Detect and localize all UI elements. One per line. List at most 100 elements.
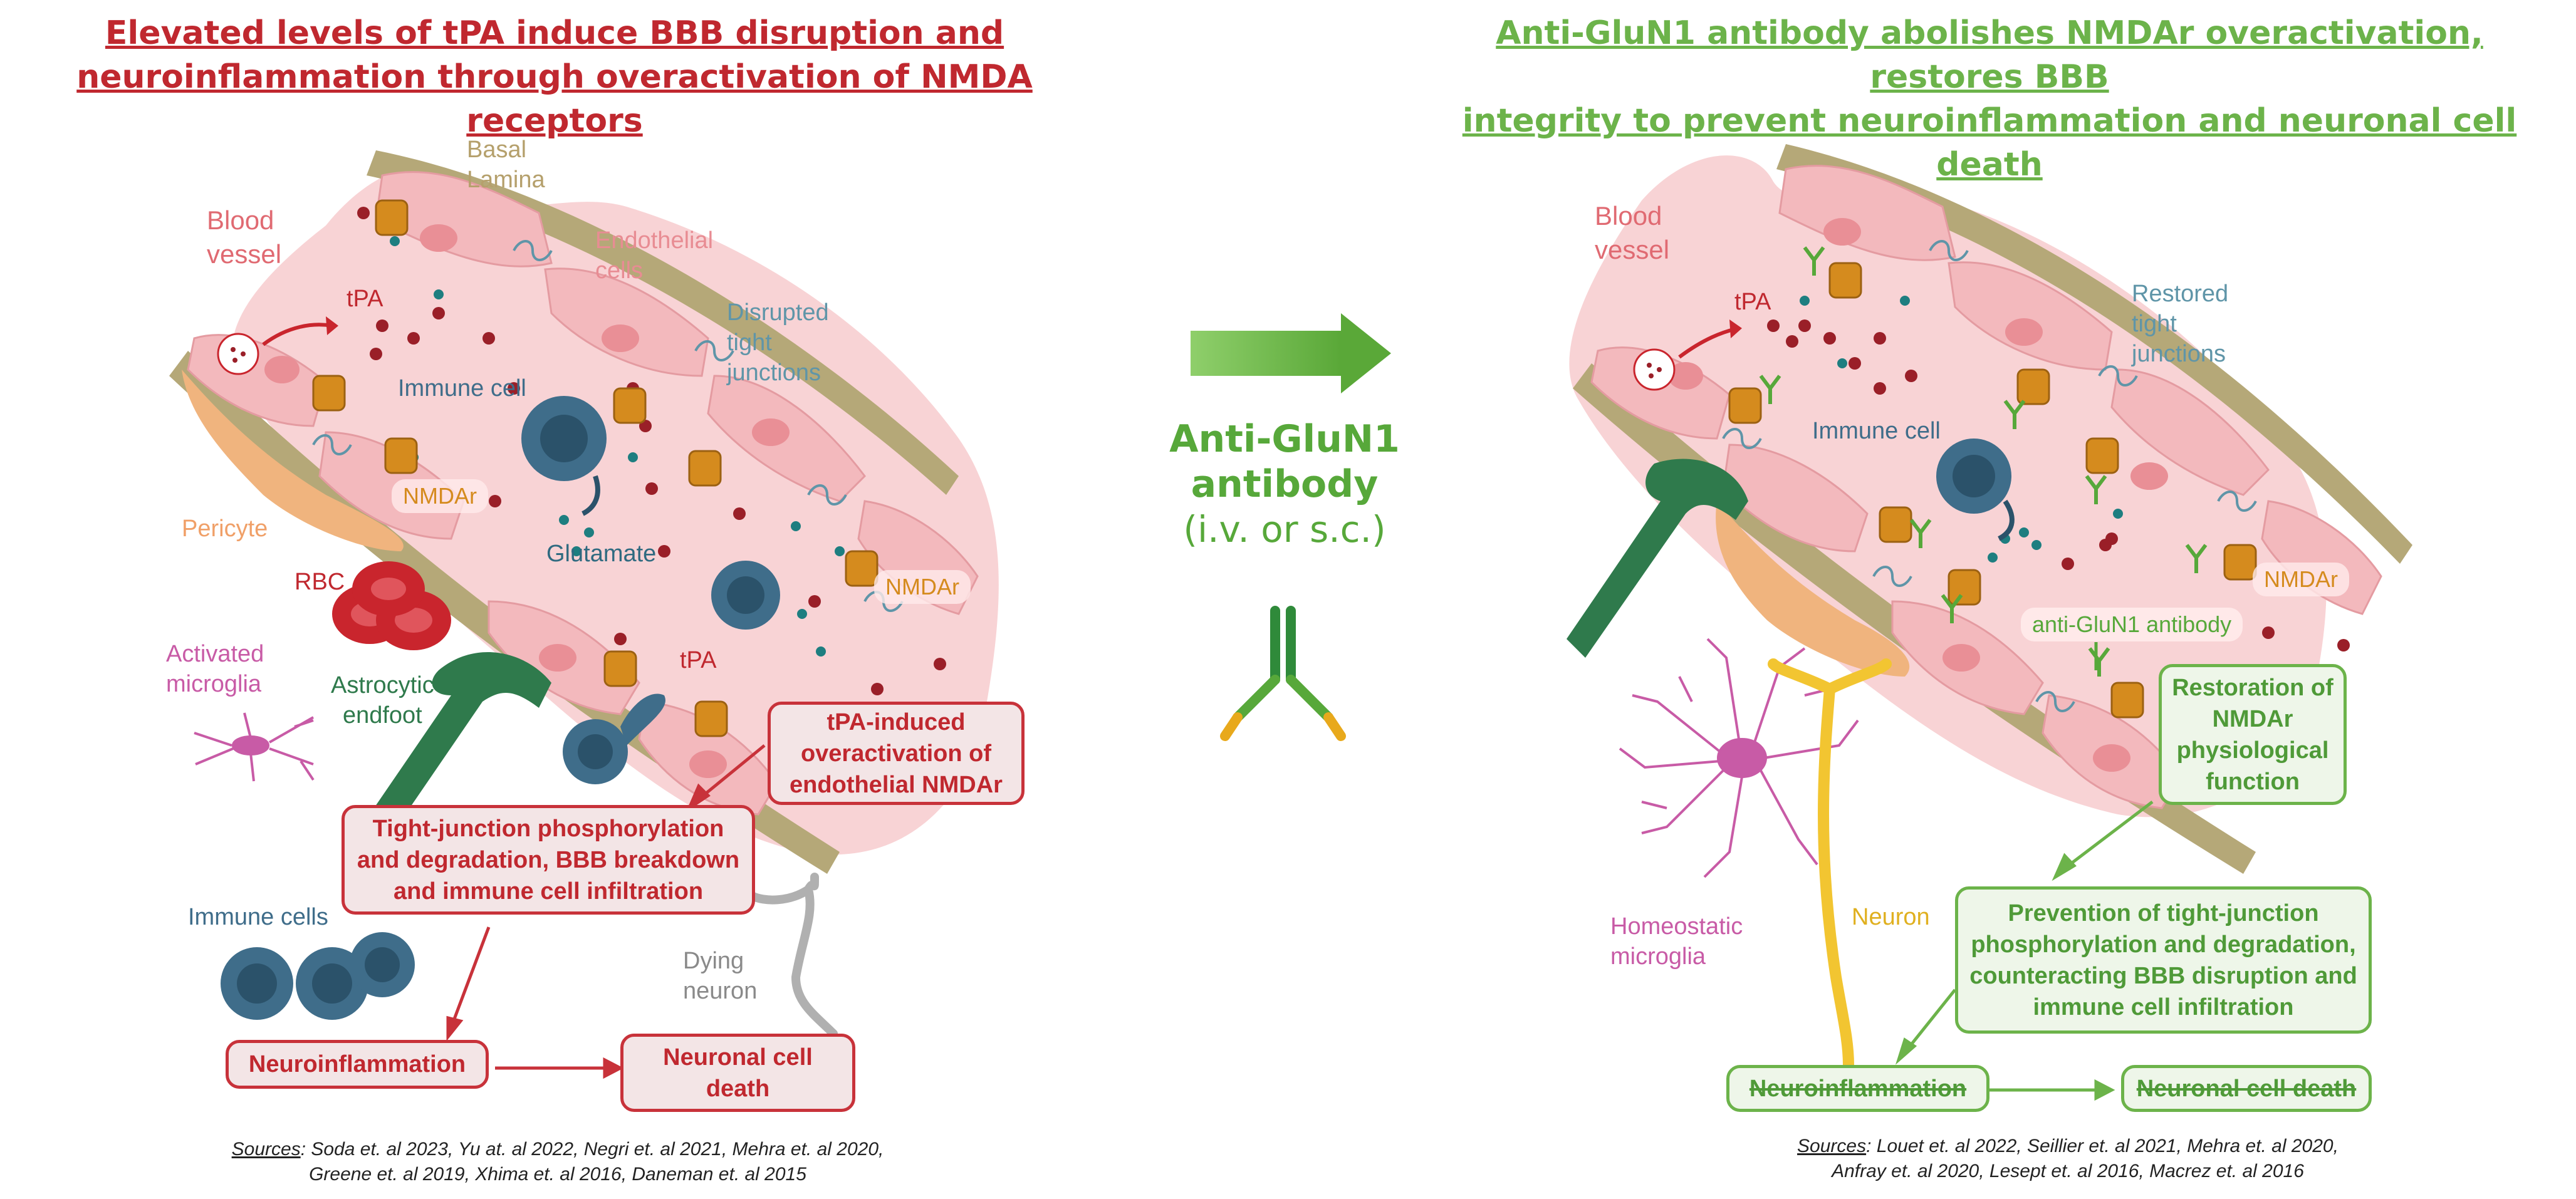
left-tpa-dots: [357, 207, 946, 695]
label-tpa-bottom: tPA: [680, 647, 717, 673]
right-neuron: [1768, 658, 1892, 1071]
label-tpa-top: tPA: [347, 286, 383, 312]
left-tpa-release: [217, 316, 338, 375]
left-panel-title: Elevated levels of tPA induce BBB disrup…: [38, 11, 1072, 143]
label-disrupted-line3: junctions: [727, 360, 821, 386]
label-blood-vessel: Blood vessel: [207, 204, 281, 271]
middle-label-line2: antibody: [1191, 462, 1379, 506]
label-activated-microglia-line1: Activated: [166, 641, 264, 667]
left-title-line-2: neuroinflammation through overactivation…: [76, 58, 1033, 140]
label-activated-microglia: Activated microglia: [166, 639, 264, 699]
label-nmdar-right: NMDAr: [2253, 563, 2349, 596]
box-tpa-line1: tPA-induced: [827, 708, 966, 735]
right-sources-label: Sources: [1797, 1136, 1867, 1156]
right-panel-title: Anti-GluN1 antibody abolishes NMDAr over…: [1422, 11, 2557, 187]
label-homeostatic-microglia: Homeostatic microglia: [1610, 911, 1743, 972]
right-glutamate-dots: [1800, 296, 2123, 563]
right-title-line-1: Anti-GluN1 antibody abolishes NMDAr over…: [1496, 14, 2483, 96]
middle-label-line3: (i.v. or s.c.): [1183, 508, 1386, 551]
box-restoration-nmdar: Restoration of NMDAr physiological funct…: [2159, 664, 2347, 805]
label-blood-vessel-line1: Blood: [207, 205, 274, 235]
right-sources-text1: : Louet et. al 2022, Seillier et. al 202…: [1866, 1136, 2339, 1156]
label-disrupted-tight-junctions: Disrupted tight junctions: [727, 298, 829, 388]
left-nmdar-icons: [312, 199, 879, 737]
label-rbc: RBC: [295, 569, 345, 595]
label-neuron: Neuron: [1852, 904, 1930, 930]
label-disrupted-line2: tight: [727, 330, 772, 356]
left-flow-arrows: [446, 744, 766, 1079]
box-neuronal-death-right: Neuronal cell death: [2121, 1065, 2372, 1112]
label-basal-lamina-line2: Lamina: [467, 167, 545, 193]
left-pericyte: [182, 370, 404, 551]
label-blood-vessel-line2: vessel: [207, 239, 282, 269]
box-prevention-line1: Prevention of tight-junction: [2008, 900, 2319, 926]
label-immune-cell: Immune cell: [398, 375, 526, 402]
box-prevention-line4: immune cell infiltration: [2033, 994, 2294, 1020]
label-blood-vessel-right-line2: vessel: [1595, 235, 1670, 264]
right-flow-arrows: [1895, 801, 2154, 1101]
right-astrocytic-endfoot: [1567, 459, 1748, 658]
label-disrupted-line1: Disrupted: [727, 299, 829, 326]
label-homeostatic-line2: microglia: [1610, 943, 1706, 970]
label-restored-line1: Restored: [2132, 281, 2229, 307]
box-tpa-line3: endothelial NMDAr: [790, 771, 1003, 798]
label-blood-vessel-right: Blood vessel: [1595, 199, 1669, 267]
box-neuroinflammation-right: Neuroinflammation: [1726, 1065, 1989, 1112]
right-sources-line2: Anfray et. al 2020, Lesept et. al 2016, …: [1832, 1161, 2304, 1181]
label-restored-line3: junctions: [2132, 341, 2226, 367]
box-neuronal-death-line2: death: [706, 1075, 770, 1102]
left-sources-line2: Greene et. al 2019, Xhima et. al 2016, D…: [309, 1164, 806, 1185]
middle-label-line1: Anti-GluN1: [1169, 417, 1400, 461]
label-endothelial-cells: Endothelial cells: [595, 226, 713, 286]
box-restoration-line3: physiological: [2176, 737, 2329, 764]
label-basal-lamina-line1: Basal: [467, 137, 527, 163]
label-activated-microglia-line2: microglia: [166, 671, 262, 697]
right-antibody-icons: [1759, 246, 2208, 677]
label-basal-lamina: Basal Lamina: [467, 135, 545, 195]
label-homeostatic-line1: Homeostatic: [1610, 913, 1743, 940]
label-dying-neuron: Dying neuron: [683, 946, 757, 1006]
left-astrocytic-endfoot: [370, 652, 551, 821]
left-sources-line1: Sources: Soda et. al 2023, Yu at. al 202…: [113, 1137, 1003, 1162]
box-restoration-line1: Restoration of: [2172, 674, 2334, 701]
box-tj-line3: and immune cell infiltration: [393, 878, 704, 905]
right-tpa-dots: [1767, 319, 2350, 651]
right-tpa-release: [1633, 319, 1742, 391]
left-immune-cells: [221, 396, 780, 1020]
label-anti-glun1-antibody: anti-GluN1 antibody: [2021, 608, 2243, 641]
box-prevention-line3: counteracting BBB disruption and: [1969, 962, 2357, 989]
label-dying-neuron-line2: neuron: [683, 978, 758, 1004]
right-pericyte: [1716, 501, 1910, 677]
label-dying-neuron-line1: Dying: [683, 948, 744, 974]
label-nmdar-2: NMDAr: [874, 570, 971, 604]
box-prevention-tight-junction: Prevention of tight-junction phosphoryla…: [1955, 886, 2372, 1034]
box-prevention-line2: phosphorylation and degradation,: [1971, 931, 2356, 958]
box-tpa-line2: overactivation of: [800, 740, 992, 767]
label-astrocytic-line1: Astrocytic: [331, 672, 434, 698]
middle-arrow: [1191, 313, 1391, 393]
label-immune-cells: Immune cells: [188, 904, 328, 930]
middle-antibody-icon: [1220, 606, 1346, 741]
left-dying-neuron: [748, 873, 838, 1038]
left-rbcs: [332, 561, 451, 650]
label-immune-cell-right: Immune cell: [1812, 418, 1941, 444]
box-restoration-line4: function: [2206, 768, 2300, 795]
label-blood-vessel-right-line1: Blood: [1595, 201, 1662, 231]
box-tight-junction-breakdown: Tight-junction phosphorylation and degra…: [342, 805, 755, 915]
box-restoration-line2: NMDAr: [2212, 705, 2293, 732]
right-sources-line1: Sources: Louet et. al 2022, Seillier et.…: [1629, 1134, 2506, 1159]
right-title-line-2: integrity to prevent neuroinflammation a…: [1462, 102, 2517, 184]
label-nmdar-1: NMDAr: [392, 479, 488, 513]
right-tight-junction-icons: [1722, 240, 2257, 712]
label-tpa-right: tPA: [1734, 289, 1771, 315]
left-sources-text1: : Soda et. al 2023, Yu at. al 2022, Negr…: [300, 1139, 884, 1160]
box-tj-line1: Tight-junction phosphorylation: [372, 815, 724, 842]
left-title-line-1: Elevated levels of tPA induce BBB disrup…: [105, 14, 1004, 52]
label-restored-tight-junctions: Restored tight junctions: [2132, 279, 2228, 369]
box-tj-line2: and degradation, BBB breakdown: [357, 846, 740, 873]
right-nmdar-icons: [1728, 262, 2257, 719]
box-tpa-overactivation: tPA-induced overactivation of endothelia…: [768, 702, 1025, 805]
box-neuroinflammation-left: Neuroinflammation: [226, 1040, 489, 1089]
left-sources-label: Sources: [231, 1139, 301, 1160]
